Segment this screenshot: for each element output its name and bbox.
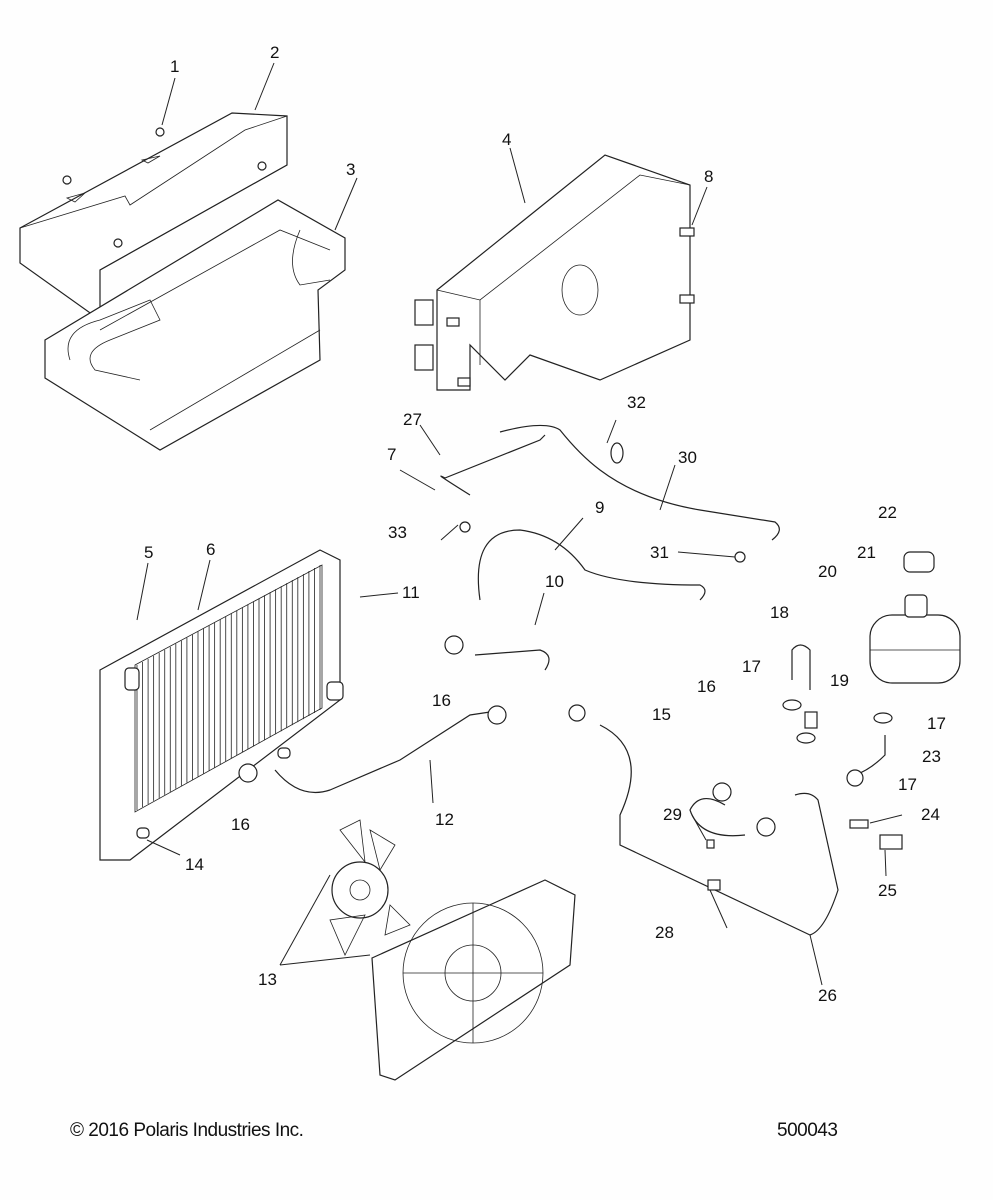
- diagram-number: 500043: [777, 1120, 838, 1141]
- clamp-17-b: [796, 732, 816, 744]
- shield-bolts: [446, 227, 695, 387]
- callout-12: 12: [435, 810, 454, 829]
- callout-32: 32: [627, 393, 646, 412]
- copyright-text: © 2016 Polaris Industries Inc.: [70, 1120, 304, 1141]
- strap-24: [849, 819, 869, 829]
- callout-7: 7: [387, 445, 396, 464]
- callout-20: 20: [818, 562, 837, 581]
- callout-17-c: 17: [898, 775, 917, 794]
- grommet-lower: [277, 747, 291, 759]
- callout-21: 21: [857, 543, 876, 562]
- heat-shield: [414, 154, 691, 391]
- callout-25: 25: [878, 881, 897, 900]
- callout-30: 30: [678, 448, 697, 467]
- callout-17-a: 17: [742, 657, 761, 676]
- clip-33: [459, 521, 471, 533]
- callout-16-b: 16: [231, 815, 250, 834]
- callout-19: 19: [830, 671, 849, 690]
- callout-9: 9: [595, 498, 604, 517]
- hose-23: [854, 735, 886, 776]
- clamp-17-a: [782, 699, 802, 711]
- callout-29: 29: [663, 805, 682, 824]
- callout-26: 26: [818, 986, 837, 1005]
- callout-5: 5: [144, 543, 153, 562]
- hose-15: [689, 798, 746, 837]
- callout-31: 31: [650, 543, 669, 562]
- callout-23: 23: [922, 747, 941, 766]
- coolant-hose-26: [599, 724, 839, 936]
- clamp-32: [610, 442, 624, 464]
- hose-18: [791, 644, 811, 690]
- leader-lines: [136, 62, 903, 986]
- callout-1: 1: [170, 57, 179, 76]
- clamp-17-d: [846, 769, 864, 787]
- clamp-16-d: [568, 704, 586, 722]
- fan-shroud: [371, 879, 576, 1081]
- reservoir-cap: [903, 551, 935, 573]
- callout-22: 22: [878, 503, 897, 522]
- clamp-16-b: [487, 705, 507, 725]
- clamp-17-c: [873, 712, 893, 724]
- upper-shroud-panel: [19, 112, 288, 322]
- coolant-reservoir: [869, 594, 961, 684]
- callout-14: 14: [185, 855, 204, 874]
- callout-13: 13: [258, 970, 277, 989]
- plug-31: [734, 551, 746, 563]
- grommet-14: [136, 827, 150, 839]
- callout-8: 8: [704, 167, 713, 186]
- hose-10: [474, 649, 550, 671]
- hose-12: [274, 711, 491, 794]
- bolt-29: [706, 839, 715, 849]
- callout-15: 15: [652, 705, 671, 724]
- fitting-19: [804, 711, 818, 729]
- callout-4: 4: [502, 130, 511, 149]
- bypass-hose-7: [440, 434, 546, 496]
- clamp-16-e: [712, 782, 732, 802]
- radiator: [99, 549, 344, 861]
- callout-3: 3: [346, 160, 355, 179]
- callout-16-a: 16: [432, 691, 451, 710]
- callout-labels: 1 2 3 4 5 6 7 8 9 10 11 12 13 14 15 16 1…: [144, 43, 946, 1005]
- clamp-16-c: [238, 763, 258, 783]
- callout-33: 33: [388, 523, 407, 542]
- clamp-16-f: [756, 817, 776, 837]
- clamp-28: [707, 879, 721, 891]
- callout-27: 27: [403, 410, 422, 429]
- vent-hose-30: [499, 424, 780, 541]
- overflow-hose-9: [477, 529, 706, 601]
- callout-18: 18: [770, 603, 789, 622]
- callout-11: 11: [402, 583, 420, 602]
- mount-25: [879, 834, 903, 850]
- callout-28: 28: [655, 923, 674, 942]
- callout-24: 24: [921, 805, 940, 824]
- clamp-16-a: [444, 635, 464, 655]
- callout-17-b: 17: [927, 714, 946, 733]
- callout-10: 10: [545, 572, 564, 591]
- lower-shroud: [44, 199, 346, 451]
- callout-16-c: 16: [697, 677, 716, 696]
- cooling-fan: [329, 819, 411, 956]
- callout-6: 6: [206, 540, 215, 559]
- callout-2: 2: [270, 43, 279, 62]
